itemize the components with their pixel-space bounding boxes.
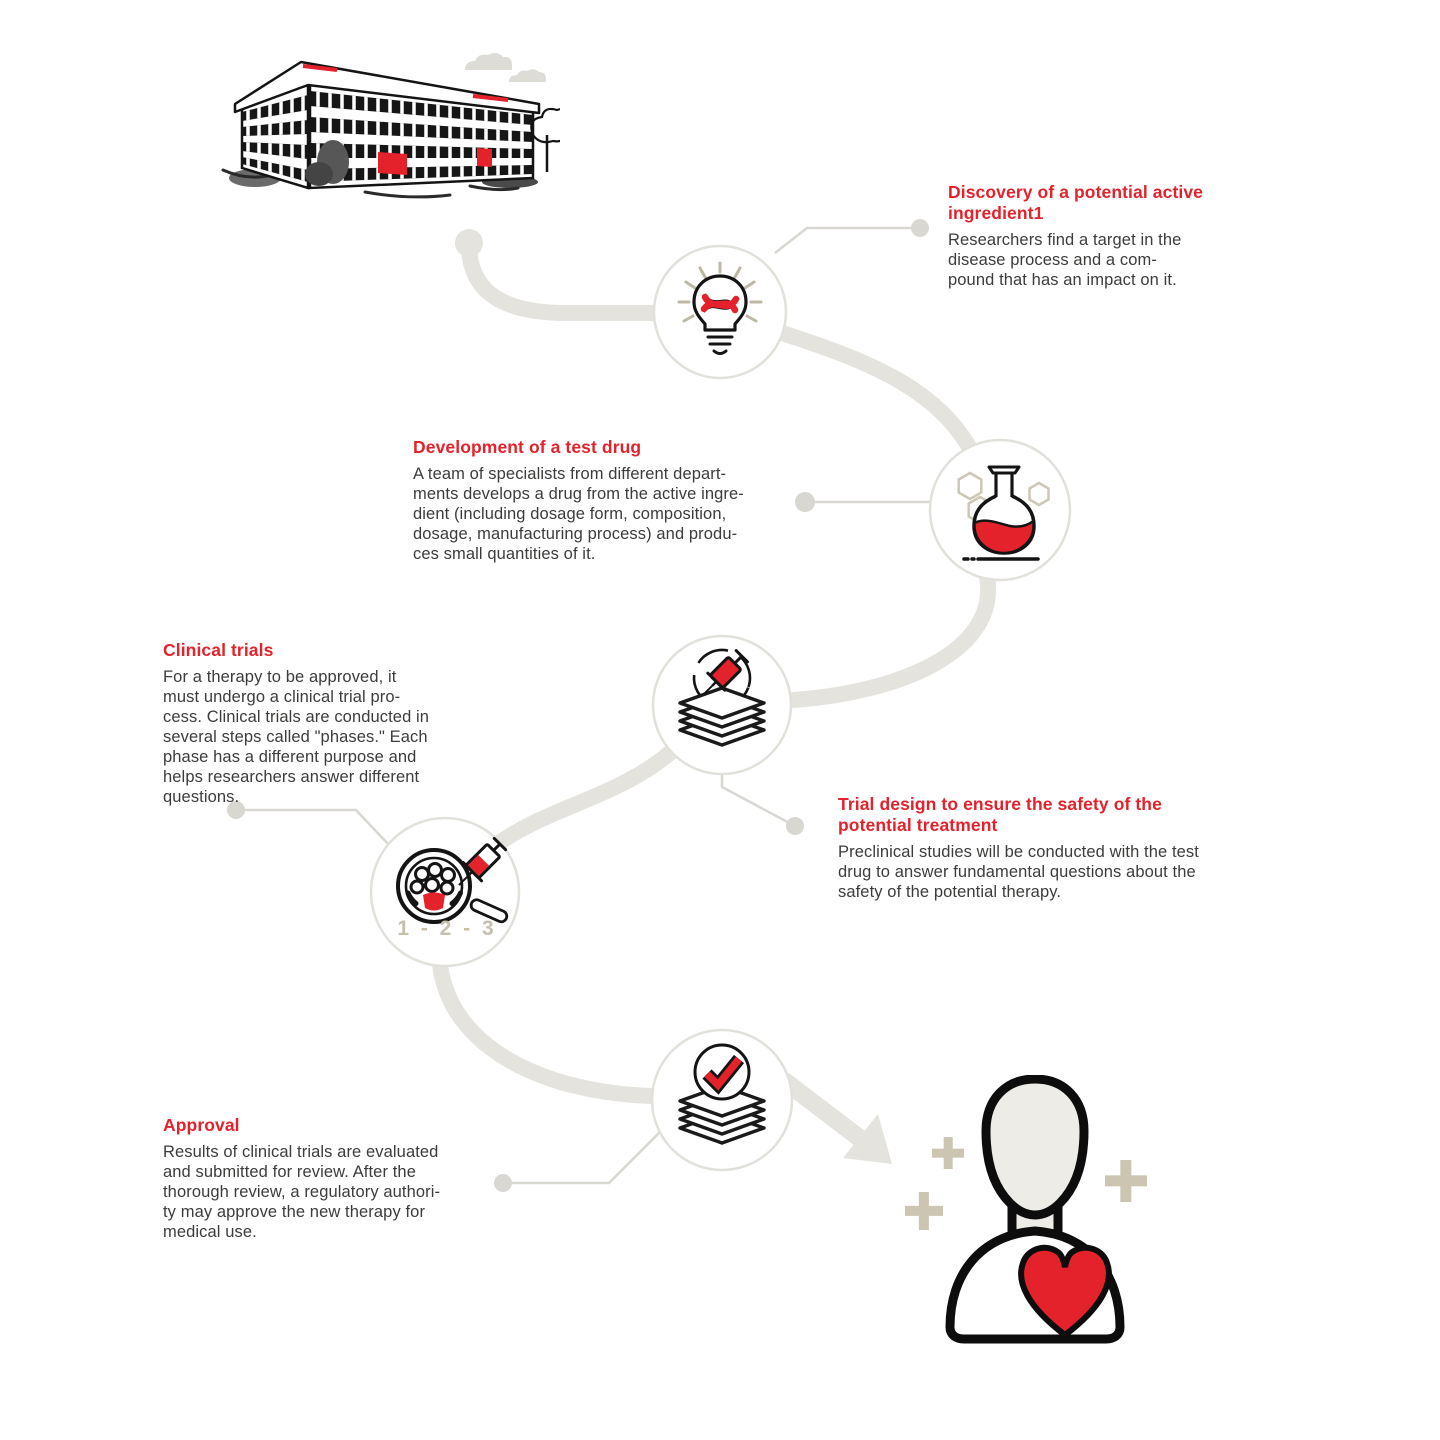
building-illustration (221, 52, 560, 199)
syringe (458, 836, 508, 886)
step-body: Researchers find a target in the disease… (948, 231, 1182, 289)
flask-icon (957, 465, 1050, 561)
document-stack (678, 686, 766, 747)
clinical-phases-label: 1 - 2 - 3 (397, 917, 497, 940)
lightbulb-dna-icon (677, 261, 763, 355)
step-text-discovery: Discovery of a potential active ingredie… (948, 182, 1268, 291)
path-start-dot (455, 229, 483, 257)
step-title: Trial design to ensure the safety of the… (838, 794, 1162, 835)
step-text-development: Development of a test drug A team of spe… (413, 437, 823, 565)
plus-icon (905, 1192, 943, 1230)
label-connectors (236, 226, 935, 1185)
step-title: Approval (163, 1115, 240, 1135)
document-stack (678, 1084, 766, 1145)
step-circle-discovery (652, 244, 788, 380)
plus-icon (932, 1137, 964, 1169)
cloud-icon (465, 52, 512, 70)
plus-icon (1105, 1160, 1147, 1202)
checkmark-documents-icon (678, 1043, 766, 1145)
step-title: Development of a test drug (413, 437, 642, 457)
step-text-approval: Approval Results of clinical trials are … (163, 1115, 523, 1243)
patient-heart-icon (945, 1075, 1125, 1344)
step-title: Discovery of a potential active ingredie… (948, 182, 1203, 223)
step-title: Clinical trials (163, 640, 274, 660)
path-segments (432, 238, 997, 1149)
connector-dots (227, 219, 929, 1192)
step-text-trial-design: Trial design to ensure the safety of the… (838, 794, 1288, 903)
syringe-documents-icon (678, 648, 766, 747)
arrow-head (843, 1114, 892, 1164)
step-body: A team of specialists from different dep… (413, 465, 744, 563)
step-text-clinical-trials: Clinical trials For a therapy to be appr… (163, 640, 503, 808)
cloud-icon (509, 69, 546, 82)
rays (677, 261, 763, 323)
petri-dish-syringe-icon (396, 836, 509, 924)
step-body: Preclinical studies will be conducted wi… (838, 843, 1199, 901)
petri-wells (409, 862, 456, 896)
step-body: For a therapy to be approved, it must un… (163, 668, 430, 806)
step-body: Results of clinical trials are evaluated… (163, 1143, 441, 1241)
heart-icon (1018, 1244, 1112, 1339)
syringe (702, 649, 749, 696)
patient-head (981, 1075, 1089, 1220)
